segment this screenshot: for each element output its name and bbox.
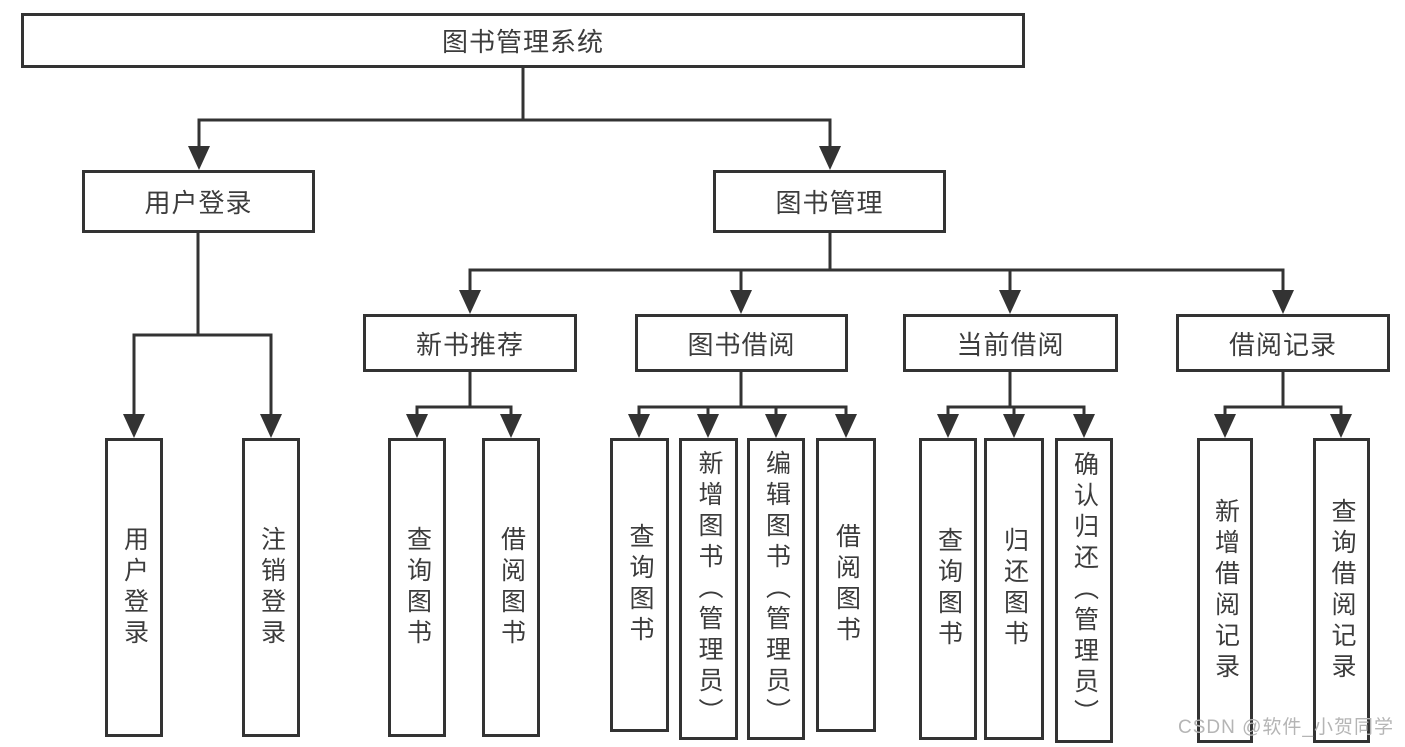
node-bb-borrow-book: 借阅图书: [816, 438, 876, 732]
node-book-management: 图书管理: [713, 170, 946, 233]
node-cb-query-book: 查询图书: [919, 438, 977, 740]
node-nb-query-book: 查询图书: [388, 438, 446, 737]
node-user-login: 用户登录: [82, 170, 315, 233]
node-br-add-record: 新增借阅记录: [1197, 438, 1253, 743]
node-current-borrow: 当前借阅: [903, 314, 1118, 372]
node-bb-add-book: 新增图书（管理员）: [679, 438, 738, 740]
node-user-login-leaf: 用户登录: [105, 438, 163, 737]
node-logout-leaf: 注销登录: [242, 438, 300, 737]
node-bb-edit-book: 编辑图书（管理员）: [747, 438, 805, 740]
watermark: CSDN @软件_小贺同学: [1178, 717, 1394, 738]
node-nb-borrow-book: 借阅图书: [482, 438, 540, 737]
node-borrow-record: 借阅记录: [1176, 314, 1390, 372]
node-cb-return-book: 归还图书: [984, 438, 1044, 740]
node-cb-confirm-return: 确认归还（管理员）: [1055, 438, 1113, 743]
node-bb-query-book: 查询图书: [610, 438, 669, 732]
node-br-query-record: 查询借阅记录: [1313, 438, 1370, 743]
node-root: 图书管理系统: [21, 13, 1025, 68]
node-book-borrow: 图书借阅: [635, 314, 848, 372]
node-new-book-recommend: 新书推荐: [363, 314, 577, 372]
